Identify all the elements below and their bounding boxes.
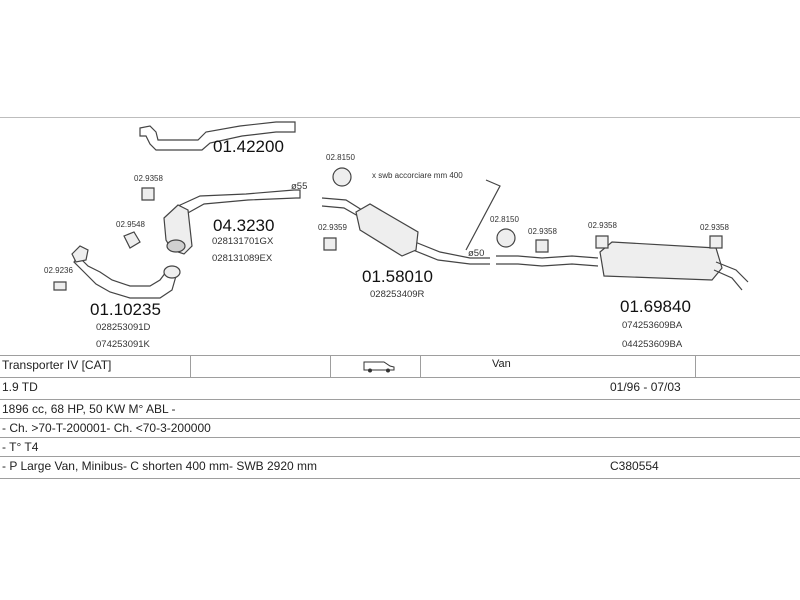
accessory-label-02-8150-b: 02.8150 [490, 215, 519, 224]
front-pipe-flange-graphic [71, 245, 89, 263]
accessory-label-02-9548: 02.9548 [116, 220, 145, 229]
accessory-label-02-8150-a: 02.8150 [326, 153, 355, 162]
gasket-icon [53, 281, 67, 291]
accessory-label-02-9358-c: 02.9358 [588, 221, 617, 230]
catalog-code: C380554 [610, 459, 659, 473]
pipe-04-3230-graphic [177, 189, 301, 215]
column-divider [695, 356, 696, 377]
tailpipe-graphic [713, 261, 749, 291]
silencer-01-58010-graphic [355, 203, 419, 257]
top-border [0, 117, 800, 118]
accessory-label-02-9358-b: 02.9358 [528, 227, 557, 236]
engine: 1.9 TD [2, 380, 38, 394]
clamp-icon [332, 167, 352, 187]
silencer-01-69840-graphic [599, 241, 723, 281]
vehicle-model: Transporter IV [CAT] [2, 358, 112, 372]
swb-note: x swb accorciare mm 400 [372, 171, 463, 180]
accessory-02-9236: 02.9236 [44, 266, 73, 291]
accessory-02-9358-d: 02.9358 [700, 223, 729, 249]
oe-number-01-58010: 028253409R [370, 289, 425, 300]
body-type: Van [492, 358, 511, 370]
accessory-label-02-9358-a: 02.9358 [134, 174, 163, 183]
vehicle-info-table: Transporter IV [CAT] Van 1.9 TD 01/96 - … [0, 355, 800, 479]
van-icon [362, 359, 396, 376]
table-row: - T° T4 [0, 438, 800, 457]
oe-number-04-3230-b: 028131089EX [212, 253, 273, 264]
accessory-02-8150-b: 02.8150 [490, 215, 519, 248]
accessory-label-02-9358-d: 02.9358 [700, 223, 729, 232]
accessory-02-9359: 02.9359 [318, 223, 347, 251]
diameter-55-label: ø55 [291, 181, 307, 192]
oe-number-01-69840-a: 074253609BA [622, 320, 683, 331]
diameter-50-label: ø50 [468, 248, 484, 259]
column-divider [420, 356, 421, 377]
hanger-icon [595, 235, 609, 249]
part-number-01-58010: 01.58010 [362, 267, 433, 286]
swb-note-leader [465, 179, 501, 251]
part-number-01-69840: 01.69840 [620, 297, 691, 316]
bracket-icon [123, 231, 141, 249]
front-pipe-end-graphic [163, 265, 181, 279]
accessory-02-9358-b: 02.9358 [528, 227, 557, 253]
engine-specs: 1896 cc, 68 HP, 50 KW M° ABL - [2, 402, 176, 416]
vehicle-variant: - P Large Van, Minibus- C shorten 400 mm… [2, 459, 318, 473]
oe-number-01-10235-a: 028253091D [96, 322, 151, 333]
chassis-range: - Ch. >70-T-200001- Ch. <70-3-200000 [2, 421, 211, 435]
part-number-01-10235: 01.10235 [90, 300, 161, 319]
oe-number-01-69840-b: 044253609BA [622, 339, 683, 350]
exhaust-diagram: 01.42200 04.3230 028131701GX 028131089EX… [44, 121, 749, 350]
part-number-04-3230: 04.3230 [213, 216, 274, 235]
catalyst-flange-graphic [166, 239, 186, 253]
part-number-01-42200: 01.42200 [213, 137, 284, 156]
accessory-label-02-9359: 02.9359 [318, 223, 347, 232]
table-row: - Ch. >70-T-200001- Ch. <70-3-200000 [0, 419, 800, 438]
column-divider [190, 356, 191, 377]
accessory-02-8150-a: 02.8150 [326, 153, 355, 187]
hanger-icon [323, 237, 337, 251]
accessory-02-9358-c: 02.9358 [588, 221, 617, 249]
column-divider [330, 356, 331, 377]
hanger-icon [709, 235, 723, 249]
oe-number-01-10235-b: 074253091K [96, 339, 151, 350]
table-row: 1.9 TD 01/96 - 07/03 [0, 378, 800, 400]
table-row: 1896 cc, 68 HP, 50 KW M° ABL - [0, 400, 800, 419]
production-dates: 01/96 - 07/03 [610, 380, 681, 394]
accessory-02-9548: 02.9548 [116, 220, 145, 249]
clamp-icon [496, 228, 516, 248]
table-row: Transporter IV [CAT] Van [0, 355, 800, 378]
accessory-label-02-9236: 02.9236 [44, 266, 73, 275]
hanger-icon [535, 239, 549, 253]
pipe-01-69840-graphic [496, 255, 599, 267]
pipe-01-58010-graphic [321, 197, 490, 265]
vehicle-type: - T° T4 [2, 440, 39, 454]
accessory-02-9358-a: 02.9358 [134, 174, 163, 201]
oe-number-04-3230-a: 028131701GX [212, 236, 274, 247]
table-row: - P Large Van, Minibus- C shorten 400 mm… [0, 457, 800, 479]
pipe-01-10235-graphic [73, 255, 177, 299]
hanger-icon [141, 187, 155, 201]
pipe-01-42200-graphic [139, 121, 296, 151]
